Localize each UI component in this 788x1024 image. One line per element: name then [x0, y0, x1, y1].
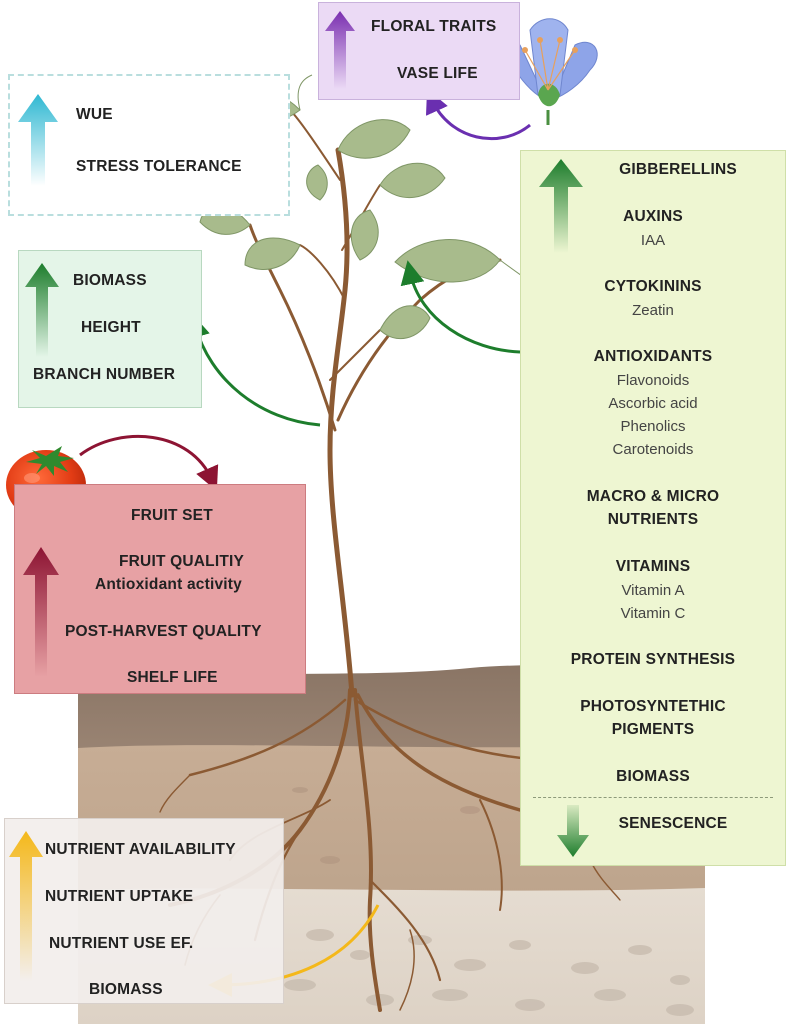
- vitamin-c-label: Vitamin C: [620, 605, 686, 622]
- antioxidants-label: ANTIOXIDANTS: [593, 348, 713, 365]
- down-arrow-icon: [557, 805, 589, 857]
- shelf-life-label: SHELF LIFE: [127, 669, 218, 686]
- branch-number-label: BRANCH NUMBER: [33, 366, 176, 383]
- vitamin-a-label: Vitamin A: [621, 582, 685, 599]
- biomass-label: BIOMASS: [73, 272, 147, 289]
- nutrient-box: NUTRIENT AVAILABILITY NUTRIENT UPTAKE NU…: [4, 818, 284, 1004]
- vitamins-label: VITAMINS: [615, 558, 691, 575]
- phenolics-label: Phenolics: [620, 418, 686, 435]
- up-arrow-icon: [325, 11, 355, 89]
- photosynthetic-label: PHOTOSYNTETHIC: [580, 698, 726, 715]
- carotenoids-label: Carotenoids: [612, 441, 694, 458]
- flavonoids-label: Flavonoids: [616, 372, 690, 389]
- wue-box: WUE STRESS TOLERANCE: [8, 74, 290, 216]
- senescence-label: SENESCENCE: [618, 815, 728, 832]
- zeatin-label: Zeatin: [632, 302, 674, 319]
- height-label: HEIGHT: [81, 319, 141, 336]
- up-arrow-icon: [539, 159, 583, 253]
- pigments-label: PIGMENTS: [611, 721, 695, 738]
- auxins-label: AUXINS: [623, 208, 683, 225]
- wue-label: WUE: [76, 106, 113, 123]
- cytokinins-label: CYTOKININS: [604, 278, 702, 295]
- stress-tolerance-label: STRESS TOLERANCE: [76, 158, 242, 175]
- nutrient-availability-label: NUTRIENT AVAILABILITY: [45, 841, 236, 858]
- gibberellins-label: GIBBERELLINS: [619, 161, 737, 178]
- fruit-quality-label: FRUIT QUALITIY: [119, 553, 245, 570]
- nutrient-use-efficiency-label: NUTRIENT USE EF.: [49, 935, 194, 952]
- vase-life-label: VASE LIFE: [397, 65, 478, 82]
- fruit-box: FRUIT SET FRUIT QUALITIY Antioxidant act…: [14, 484, 306, 694]
- up-arrow-icon: [25, 263, 59, 357]
- biomass-label: BIOMASS: [89, 981, 163, 998]
- divider: [533, 797, 773, 798]
- macro-micro-label: MACRO & MICRO: [586, 488, 720, 505]
- up-arrow-icon: [9, 831, 43, 981]
- protein-synthesis-label: PROTEIN SYNTHESIS: [570, 651, 736, 668]
- floral-traits-box: FLORAL TRAITS VASE LIFE: [318, 2, 520, 100]
- fruit-set-label: FRUIT SET: [131, 507, 213, 524]
- flower: [505, 18, 598, 125]
- floral-traits-label: FLORAL TRAITS: [371, 18, 497, 35]
- right-panel: GIBBERELLINS AUXINS IAA CYTOKININS Zeati…: [520, 150, 786, 866]
- biomass-label: BIOMASS: [616, 768, 690, 785]
- iaa-label: IAA: [640, 232, 666, 249]
- nutrient-uptake-label: NUTRIENT UPTAKE: [45, 888, 194, 905]
- post-harvest-quality-label: POST-HARVEST QUALITY: [65, 623, 262, 640]
- up-arrow-icon: [23, 547, 59, 677]
- antioxidant-activity-label: Antioxidant activity: [95, 576, 242, 593]
- up-arrow-icon: [18, 94, 58, 186]
- nutrients-label: NUTRIENTS: [607, 511, 699, 528]
- growth-box: BIOMASS HEIGHT BRANCH NUMBER: [18, 250, 202, 408]
- ascorbic-acid-label: Ascorbic acid: [608, 395, 698, 412]
